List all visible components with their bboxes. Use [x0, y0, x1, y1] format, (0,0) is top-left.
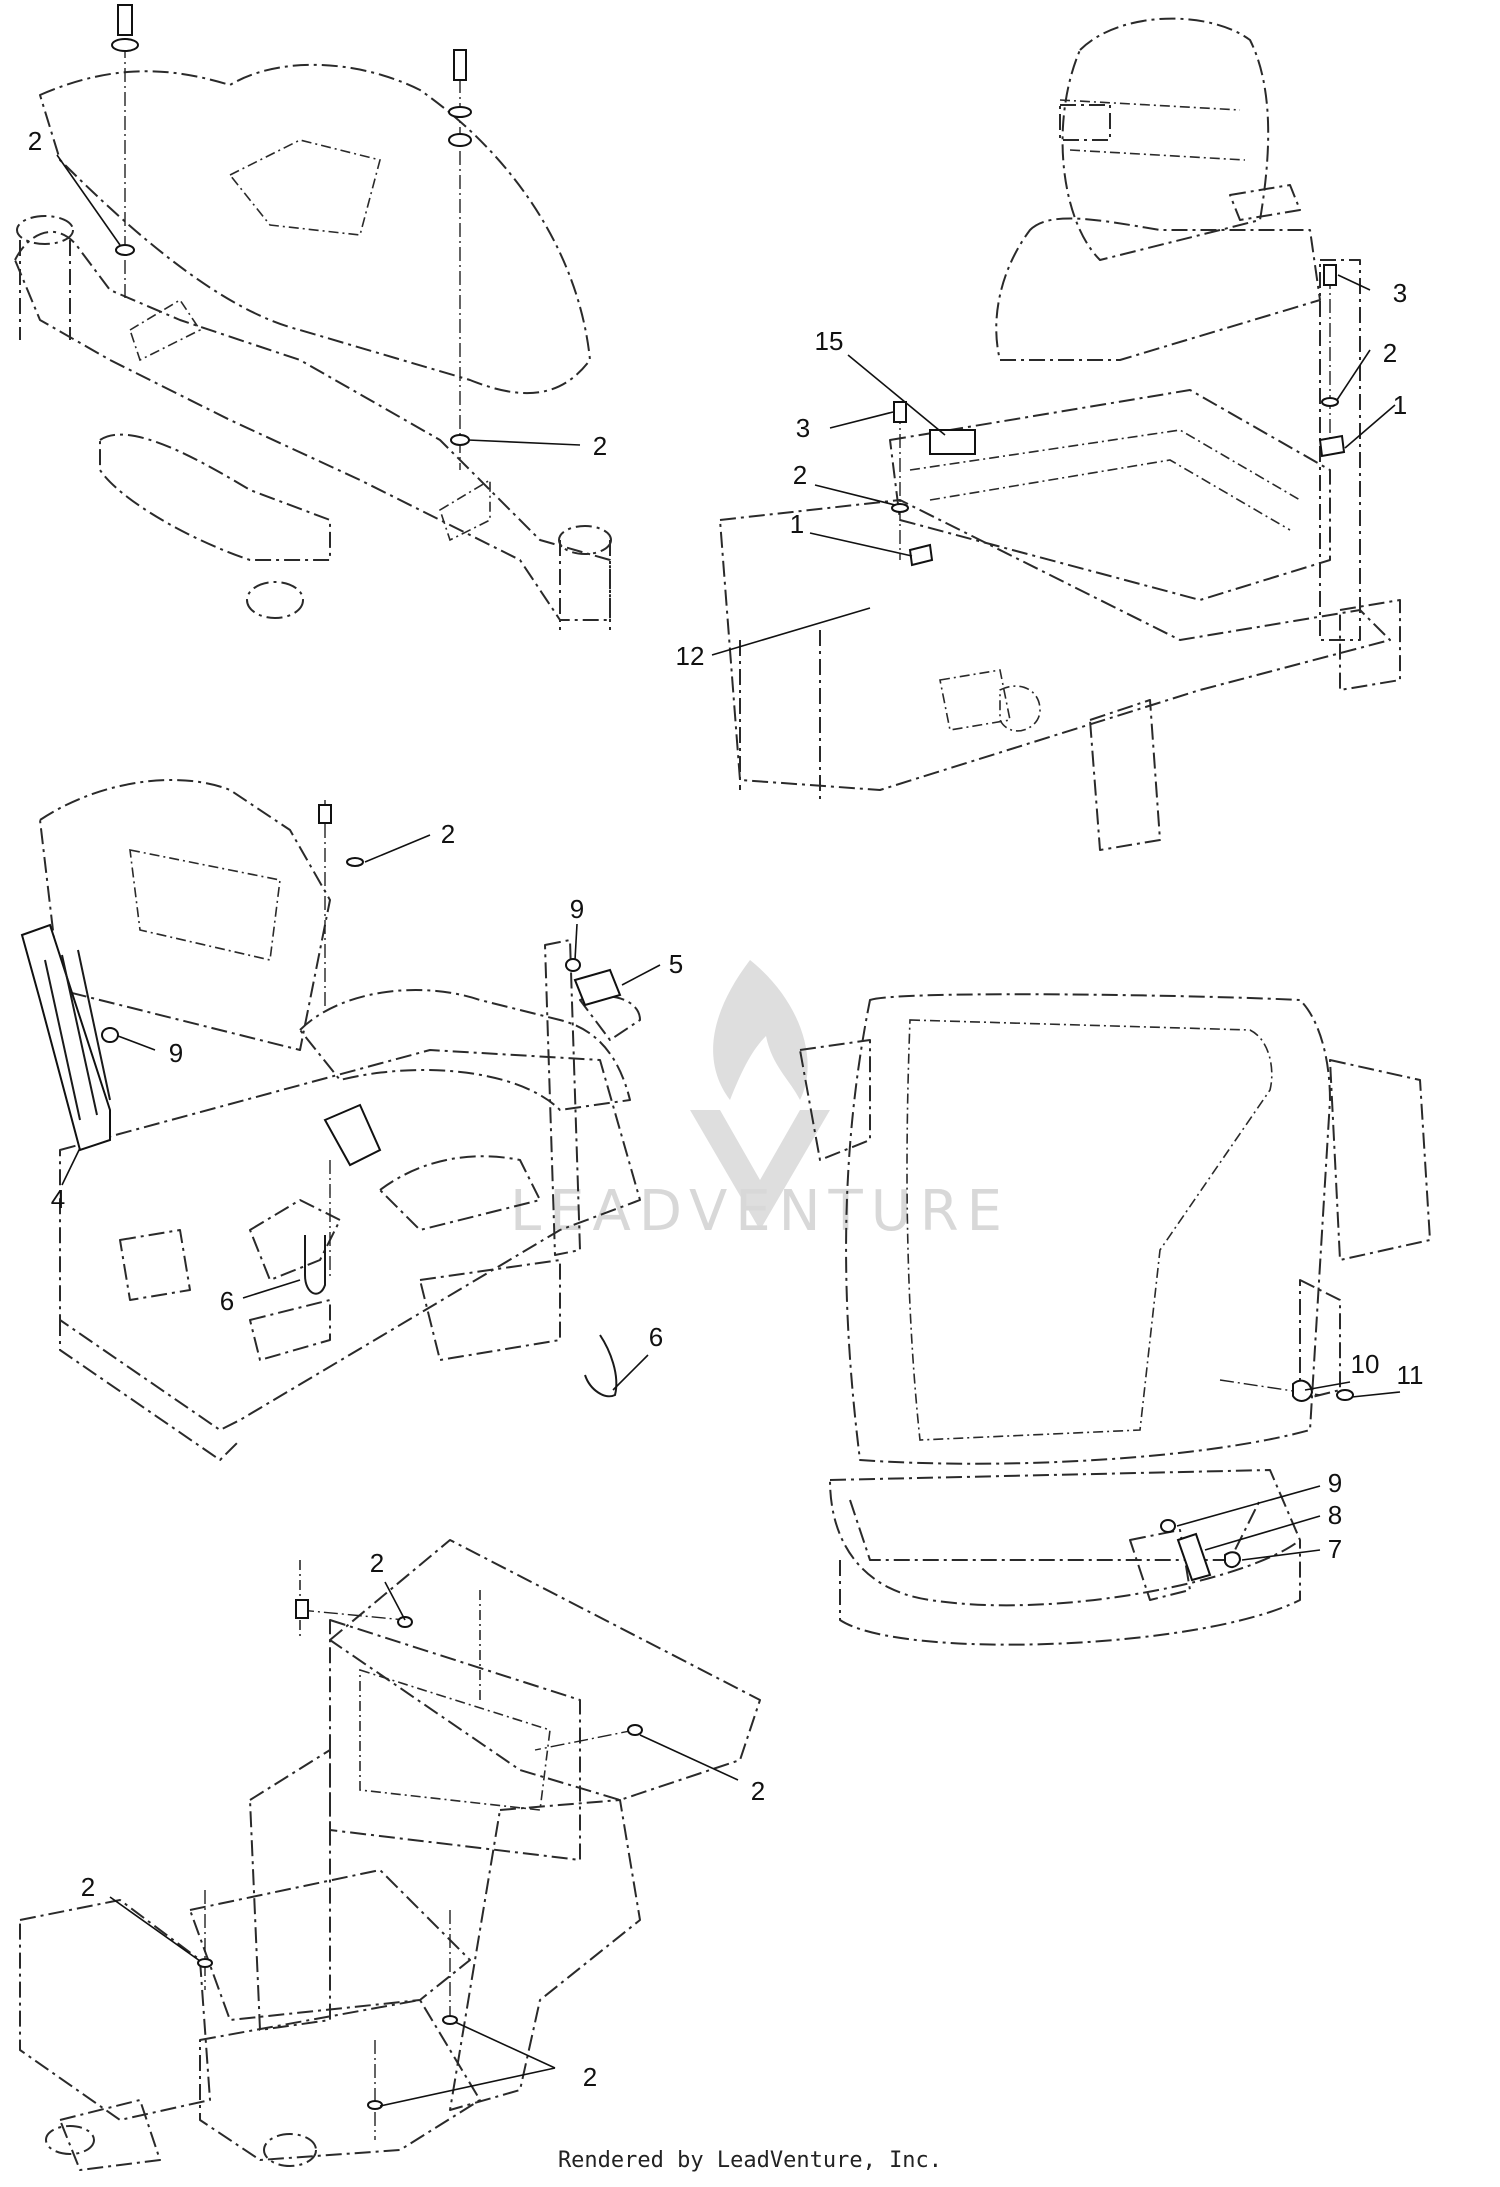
watermark-text: LEADVENTURE: [510, 1179, 1010, 1244]
callout-label: 6: [649, 1322, 663, 1352]
callout-label: 9: [570, 894, 584, 924]
callout-label: 2: [593, 431, 607, 461]
callout-label: 2: [441, 819, 455, 849]
callout-label: 10: [1351, 1349, 1380, 1379]
callout-label: 15: [815, 326, 844, 356]
callout-label: 9: [169, 1038, 183, 1068]
callout-label: 2: [1383, 338, 1397, 368]
v-logo-icon: [690, 1110, 830, 1230]
callout-label: 2: [583, 2062, 597, 2092]
callout-label: 4: [51, 1184, 65, 1214]
callout-label: 2: [370, 1548, 384, 1578]
callout-label: 6: [220, 1286, 234, 1316]
callout-label: 3: [1393, 278, 1407, 308]
callout-label: 12: [676, 641, 705, 671]
middle-right-assembly: 10 11 9 8 7: [799, 993, 1431, 1646]
leadventure-watermark: LEADVENTURE: [510, 960, 1010, 1244]
callout-label: 5: [669, 949, 683, 979]
top-left-assembly: 2 2: [14, 4, 612, 630]
footer-credit: Rendered by LeadVenture, Inc.: [557, 2148, 943, 2173]
bottom-left-assembly: 2 2 2 2: [19, 1539, 765, 2171]
callout-label: 2: [751, 1776, 765, 1806]
callout-label: 2: [793, 460, 807, 490]
top-right-assembly: 3 2 1 15 3 2 1 12: [676, 17, 1407, 851]
middle-left-assembly: 2 9 5 9 4 6 6: [20, 779, 683, 1461]
flame-logo-icon: [713, 960, 808, 1100]
callout-label: 7: [1328, 1534, 1342, 1564]
callout-label: 2: [81, 1872, 95, 1902]
callout-label: 1: [790, 509, 804, 539]
callout-label: 9: [1328, 1468, 1342, 1498]
callout-label: 11: [1397, 1360, 1424, 1390]
callout-label: 2: [28, 126, 42, 156]
callout-label: 3: [796, 413, 810, 443]
callout-label: 8: [1328, 1500, 1342, 1530]
callout-label: 1: [1393, 390, 1407, 420]
